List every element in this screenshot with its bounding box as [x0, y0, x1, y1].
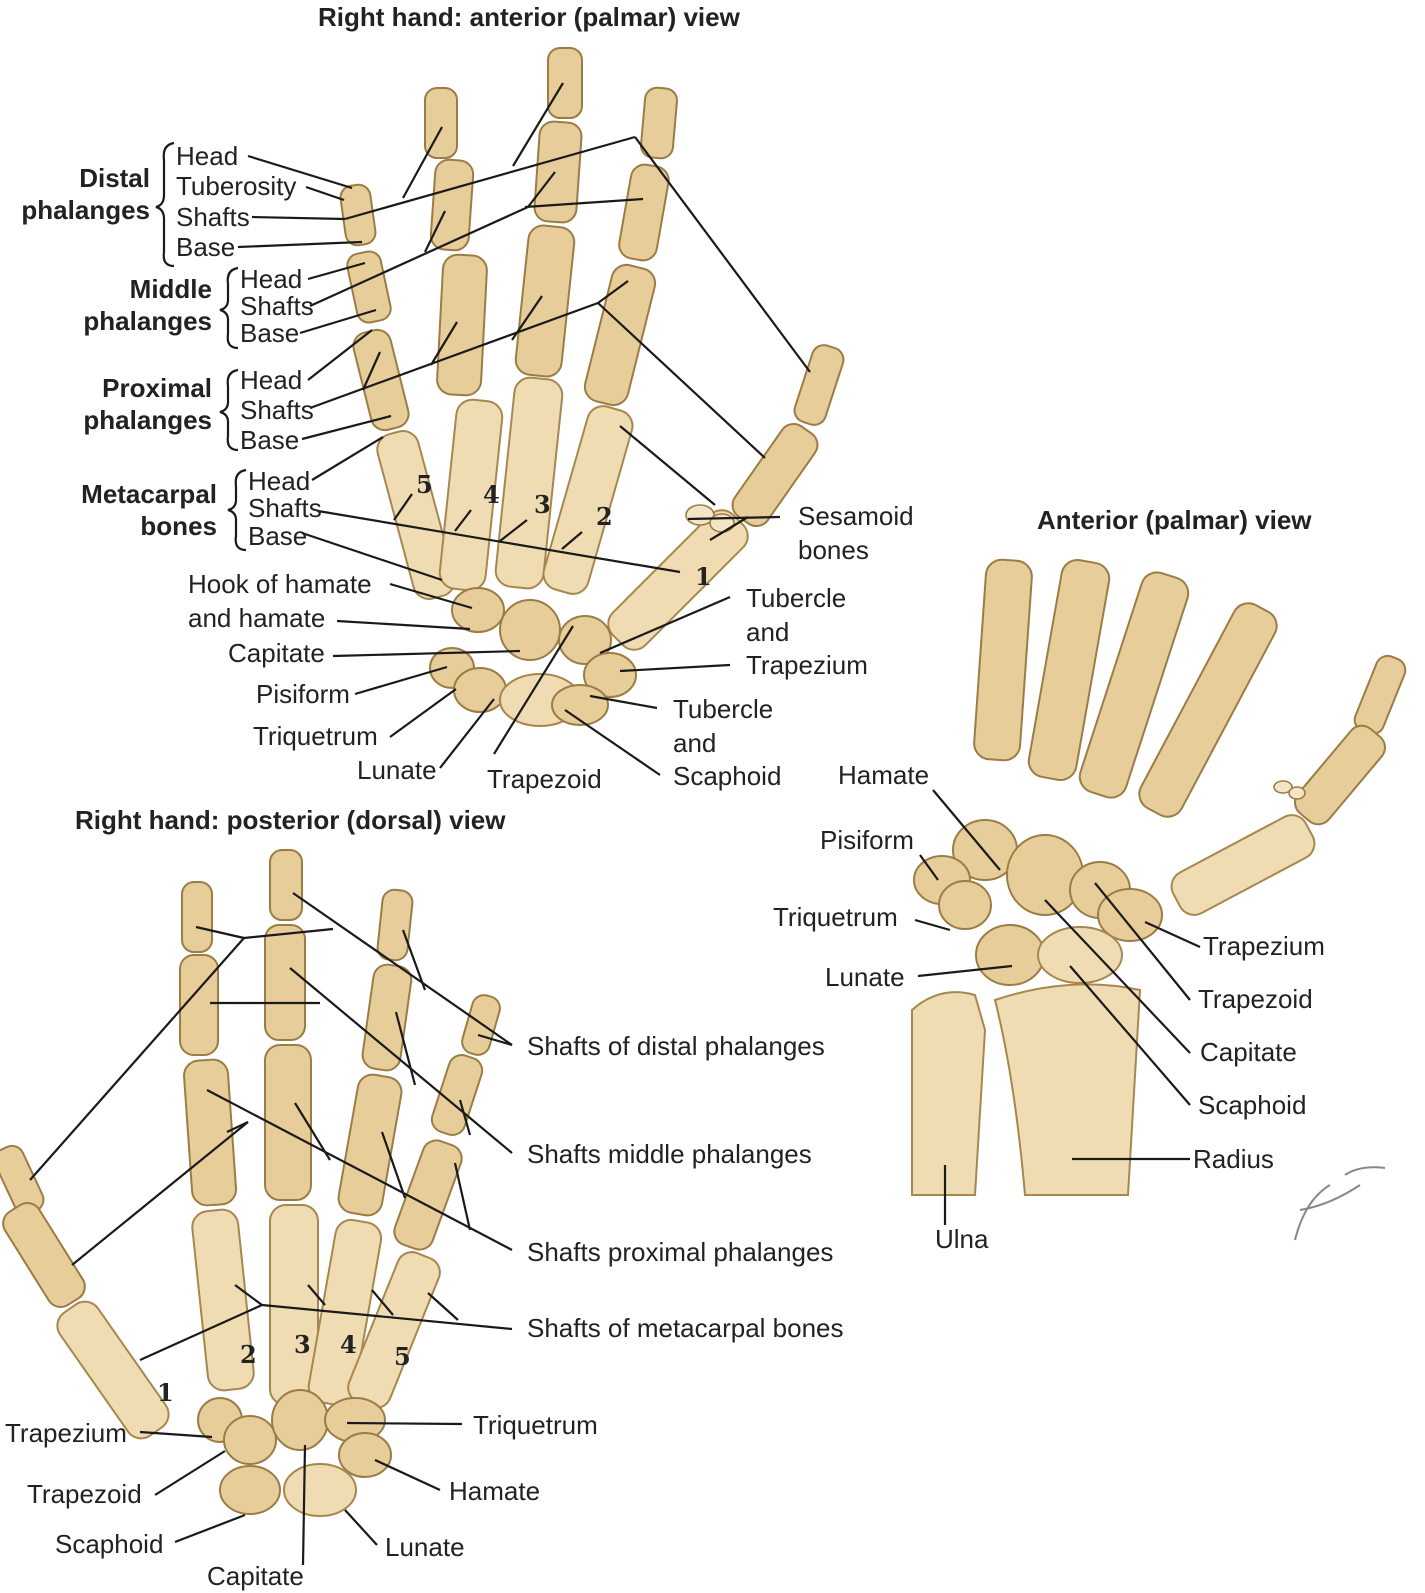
middle-head-label: Head: [240, 264, 303, 294]
tubercle-scaphoid-line1: Tubercle: [673, 694, 774, 724]
proximal-base-label: Base: [240, 425, 300, 455]
posterior-scaphoid-label: Scaphoid: [55, 1529, 164, 1559]
anterior-digit-3: 3: [534, 490, 551, 519]
anterior-digit-2: 2: [596, 502, 613, 531]
middle-shafts-label: Shafts: [240, 291, 314, 321]
wrist-capitate-label: Capitate: [1200, 1037, 1297, 1067]
distal-group-line2: phalanges: [21, 195, 150, 225]
middle-group-line2: phalanges: [83, 306, 212, 336]
metacarpal-group-line1: Metacarpal: [81, 479, 217, 509]
anterior-hand-illustration: [339, 47, 845, 727]
posterior-digit-5: 5: [394, 1342, 411, 1371]
metacarpal-head-label: Head: [248, 466, 311, 496]
tubercle-trapezium-line3: Trapezium: [746, 650, 868, 680]
wrist-view-title: Anterior (palmar) view: [1037, 505, 1312, 535]
distal-group-line1: Distal: [79, 163, 150, 193]
sesamoid-label-line1: Sesamoid: [798, 501, 914, 531]
distal-shafts-label: Shafts: [176, 202, 250, 232]
posterior-proximal-shafts-label: Shafts proximal phalanges: [527, 1237, 834, 1267]
anterior-digit-4: 4: [483, 480, 500, 509]
distal-head-label: Head: [176, 141, 239, 171]
posterior-digit-3: 3: [294, 1330, 311, 1359]
proximal-shafts-label: Shafts: [240, 395, 314, 425]
middle-base-label: Base: [240, 318, 300, 348]
anterior-leader-lines: [237, 82, 811, 776]
anterior-lunate-label: Lunate: [357, 755, 437, 785]
posterior-hand-illustration: [0, 849, 501, 1517]
posterior-digit-2: 2: [240, 1340, 257, 1369]
posterior-lunate-label: Lunate: [385, 1532, 465, 1562]
wrist-trapezoid-label: Trapezoid: [1198, 984, 1313, 1014]
metacarpal-shafts-label: Shafts: [248, 493, 322, 523]
proximal-head-label: Head: [240, 365, 303, 395]
anterior-trapezoid-label: Trapezoid: [487, 764, 602, 794]
wrist-radius-label: Radius: [1193, 1144, 1274, 1174]
anterior-capitate-label: Capitate: [228, 638, 325, 668]
anterior-digit-1: 1: [695, 562, 712, 591]
posterior-metacarpal-shafts-label: Shafts of metacarpal bones: [527, 1313, 844, 1343]
posterior-digit-4: 4: [340, 1330, 357, 1359]
wrist-pisiform-label: Pisiform: [820, 825, 914, 855]
proximal-group-line1: Proximal: [102, 373, 212, 403]
wrist-scaphoid-label: Scaphoid: [1198, 1090, 1307, 1120]
and-hamate-label: and hamate: [188, 603, 326, 633]
posterior-distal-shafts-label: Shafts of distal phalanges: [527, 1031, 825, 1061]
posterior-hamate-label: Hamate: [449, 1476, 541, 1506]
anterior-triquetrum-label: Triquetrum: [253, 721, 378, 751]
posterior-digit-1: 1: [157, 1378, 174, 1407]
anterior-view-title: Right hand: anterior (palmar) view: [318, 2, 740, 32]
middle-group-line1: Middle: [129, 274, 212, 304]
posterior-view-title: Right hand: posterior (dorsal) view: [75, 805, 506, 835]
distal-tuberosity-label: Tuberosity: [176, 171, 297, 201]
wrist-triquetrum-label: Triquetrum: [773, 902, 898, 932]
sesamoid-label-line2: bones: [798, 535, 869, 565]
wrist-hamate-label: Hamate: [838, 760, 930, 790]
wrist-illustration: [911, 558, 1407, 1196]
metacarpal-base-label: Base: [248, 521, 308, 551]
metacarpal-group-line2: bones: [140, 511, 217, 541]
posterior-leader-lines: [29, 892, 513, 1566]
proximal-group-line2: phalanges: [83, 405, 212, 435]
posterior-capitate-label: Capitate: [207, 1561, 304, 1591]
wrist-lunate-label: Lunate: [825, 962, 905, 992]
wrist-leader-lines: [914, 789, 1201, 1225]
posterior-middle-shafts-label: Shafts middle phalanges: [527, 1139, 812, 1169]
proximal-phalanges-group: Proximal phalanges: [70, 372, 212, 436]
anterior-pisiform-label: Pisiform: [256, 679, 350, 709]
wrist-trapezium-label: Trapezium: [1203, 931, 1325, 961]
hook-of-hamate-label: Hook of hamate: [188, 569, 372, 599]
tubercle-trapezium-line1: Tubercle: [746, 583, 847, 613]
distal-base-label: Base: [176, 232, 236, 262]
tubercle-scaphoid-line2: and: [673, 728, 717, 758]
tubercle-scaphoid-line3: Scaphoid: [673, 761, 782, 791]
posterior-triquetrum-label: Triquetrum: [473, 1410, 598, 1440]
tubercle-trapezium-line2: and: [746, 617, 790, 647]
anterior-digit-5: 5: [416, 470, 433, 499]
middle-phalanges-group: Middle phalanges: [80, 273, 212, 337]
wrist-ulna-label: Ulna: [935, 1224, 989, 1254]
distal-phalanges-group: Distal phalanges: [20, 162, 150, 226]
posterior-trapezium-label: Trapezium: [5, 1418, 127, 1448]
metacarpal-bones-group: Metacarpal bones: [60, 478, 217, 542]
signature-mark: [1294, 1166, 1386, 1241]
posterior-trapezoid-label: Trapezoid: [27, 1479, 142, 1509]
